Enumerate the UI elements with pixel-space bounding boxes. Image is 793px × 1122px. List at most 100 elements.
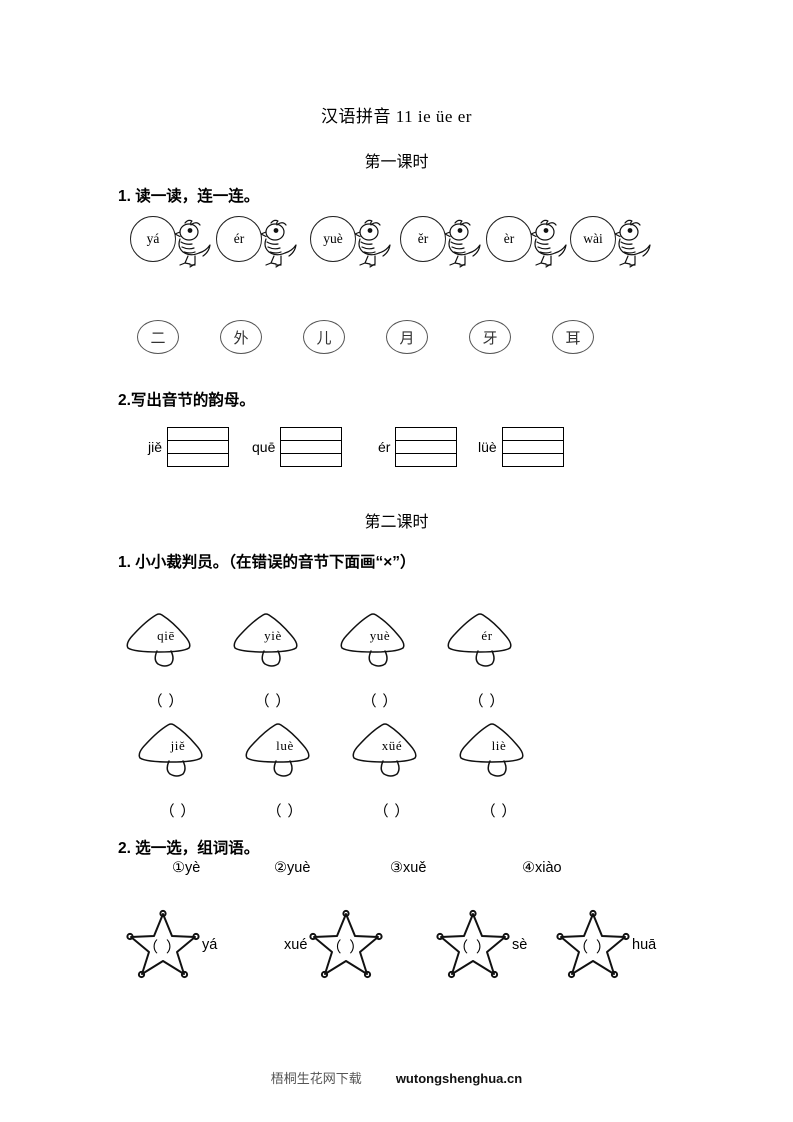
- pinyin-bubble[interactable]: wài: [570, 216, 616, 262]
- star-answer-slot[interactable]: （ ）: [436, 908, 510, 982]
- pinyin-bubble-item[interactable]: wài: [570, 214, 656, 276]
- hanzi-oval[interactable]: 耳: [552, 320, 594, 354]
- answer-parens[interactable]: （ ）: [453, 940, 493, 956]
- answer-parens[interactable]: （ ）: [468, 694, 506, 710]
- star-item[interactable]: xué （ ）: [284, 900, 383, 990]
- star-item[interactable]: （ ） huā: [556, 900, 656, 990]
- star-icon: [126, 909, 200, 979]
- answer-parens[interactable]: （ ）: [361, 694, 399, 710]
- star-icon: [436, 909, 510, 979]
- mushroom-syllable: yuè: [369, 628, 391, 643]
- mushroom-item[interactable]: liè （ ）: [451, 714, 561, 820]
- footer-site-name: 梧桐生花网下载: [270, 1071, 362, 1086]
- answer-parens[interactable]: （ ）: [373, 804, 411, 820]
- footer-url: wutongshenghua.cn: [395, 1071, 523, 1086]
- star-word-right: sè: [512, 937, 528, 953]
- answer-parens[interactable]: （ ）: [147, 694, 185, 710]
- option-item[interactable]: ③xuě: [390, 860, 427, 876]
- writing-item: jiě: [148, 424, 230, 470]
- mushroom-syllable: yiè: [264, 628, 282, 643]
- mushroom-item[interactable]: jiě （ ）: [130, 714, 240, 820]
- chick-icon: [174, 219, 211, 268]
- mushroom-syllable: xüé: [381, 738, 403, 753]
- star-row: （ ） yá xué （ ） （ ） sè （ ） huā: [126, 900, 686, 990]
- mushroom-icon: [233, 613, 298, 667]
- star-item[interactable]: （ ） yá: [126, 900, 217, 990]
- syllable-label: ér: [378, 439, 391, 455]
- page-title: 汉语拼音 11 ie üe er: [321, 107, 472, 126]
- four-line-answer-box[interactable]: [280, 427, 343, 467]
- mushroom-icon: [447, 613, 512, 667]
- answer-parens[interactable]: （ ）: [573, 940, 613, 956]
- pinyin-bubble-item[interactable]: yuè: [310, 214, 396, 276]
- exercise-1-title: 1. 读一读，连一连。: [118, 188, 260, 205]
- section-heading-period-1: 第一课时: [364, 154, 429, 171]
- star-word-left: xué: [284, 937, 308, 953]
- star-answer-slot[interactable]: （ ）: [556, 908, 630, 982]
- star-item[interactable]: （ ） sè: [436, 900, 527, 990]
- chick-icon: [354, 219, 391, 268]
- mushroom-icon: [126, 613, 191, 667]
- pinyin-bubble-row: yá ér yuè: [130, 214, 670, 276]
- exercise-4-title: 2. 选一选，组词语。: [118, 840, 260, 857]
- pinyin-bubble-item[interactable]: èr: [486, 214, 572, 276]
- option-item[interactable]: ②yuè: [274, 860, 311, 876]
- pinyin-bubble[interactable]: èr: [486, 216, 532, 262]
- mushroom-item[interactable]: luè （ ）: [237, 714, 347, 820]
- answer-parens[interactable]: （ ）: [143, 940, 183, 956]
- answer-parens[interactable]: （ ）: [254, 694, 292, 710]
- mushroom-syllable: qiē: [157, 628, 175, 643]
- pinyin-bubble-item[interactable]: ér: [216, 214, 302, 276]
- answer-parens[interactable]: （ ）: [159, 804, 197, 820]
- option-item[interactable]: ①yè: [172, 860, 201, 876]
- option-item[interactable]: ④xiào: [522, 860, 562, 876]
- syllable-label: jiě: [148, 439, 163, 455]
- hanzi-oval[interactable]: 儿: [303, 320, 345, 354]
- answer-parens[interactable]: （ ）: [266, 804, 304, 820]
- mushroom-icon: [138, 723, 203, 777]
- star-icon: [556, 909, 630, 979]
- exercise-2-title: 2.写出音节的韵母。: [118, 392, 255, 409]
- pinyin-bubble-item[interactable]: yá: [130, 214, 216, 276]
- mushroom-icon: [245, 723, 310, 777]
- hanzi-oval-row: 二外儿月牙耳: [137, 320, 657, 360]
- hanzi-oval[interactable]: 外: [220, 320, 262, 354]
- syllable-label: lüè: [478, 439, 497, 455]
- answer-parens[interactable]: （ ）: [480, 804, 518, 820]
- star-word-right: yá: [202, 937, 218, 953]
- chick-icon: [260, 219, 297, 268]
- mushroom-syllable: ér: [481, 628, 493, 643]
- chick-icon: [614, 219, 651, 268]
- mushroom-icon: [352, 723, 417, 777]
- pinyin-bubble[interactable]: ěr: [400, 216, 446, 262]
- mushroom-row-1: qiē （ ） yiè （ ） yuè （ ） ér （ ）: [118, 604, 678, 710]
- hanzi-oval[interactable]: 月: [386, 320, 428, 354]
- star-word-right: huā: [632, 937, 657, 953]
- chick-icon: [444, 219, 481, 268]
- hanzi-oval[interactable]: 二: [137, 320, 179, 354]
- mushroom-item[interactable]: qiē （ ）: [118, 604, 228, 710]
- four-line-answer-box[interactable]: [167, 427, 230, 467]
- pinyin-bubble[interactable]: ér: [216, 216, 262, 262]
- four-line-answer-box[interactable]: [501, 427, 564, 467]
- four-line-answer-box[interactable]: [395, 427, 458, 467]
- pinyin-bubble[interactable]: yuè: [310, 216, 356, 262]
- mushroom-syllable: liè: [491, 738, 507, 753]
- answer-parens[interactable]: （ ）: [326, 940, 367, 956]
- mushroom-syllable: jiě: [170, 738, 186, 753]
- star-icon: [309, 909, 383, 979]
- hanzi-oval[interactable]: 牙: [469, 320, 511, 354]
- mushroom-item[interactable]: xüé （ ）: [344, 714, 454, 820]
- writing-box-row: jiě quē ér lüè: [148, 424, 668, 470]
- pinyin-bubble[interactable]: yá: [130, 216, 176, 262]
- star-answer-slot[interactable]: （ ）: [126, 908, 200, 982]
- mushroom-item[interactable]: yuè （ ）: [332, 604, 442, 710]
- mushroom-syllable: luè: [276, 738, 294, 753]
- mushroom-item[interactable]: yiè （ ）: [225, 604, 335, 710]
- syllable-label: quē: [252, 439, 276, 455]
- footer: 梧桐生花网下载 wutongshenghua.cn: [0, 1068, 793, 1087]
- pinyin-bubble-item[interactable]: ěr: [400, 214, 486, 276]
- mushroom-item[interactable]: ér （ ）: [439, 604, 549, 710]
- star-answer-slot[interactable]: （ ）: [309, 908, 383, 982]
